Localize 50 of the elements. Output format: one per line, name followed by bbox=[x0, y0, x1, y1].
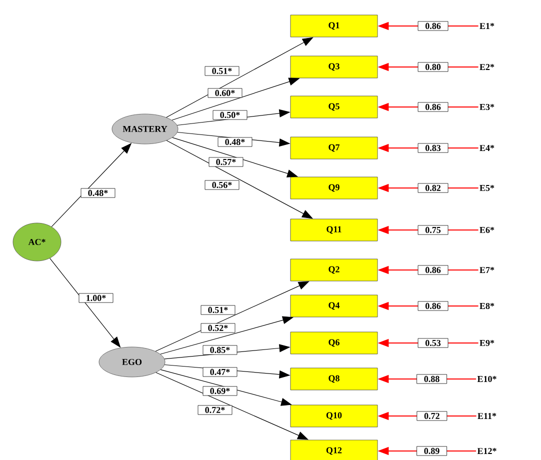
item-box: Q7 bbox=[290, 136, 378, 160]
coefficient-label: 0.52* bbox=[200, 323, 236, 333]
item-box: Q2 bbox=[290, 258, 378, 282]
error-term-label: E3* bbox=[480, 104, 494, 110]
error-term-label: E7* bbox=[480, 267, 494, 273]
coefficient-label: 0.88 bbox=[416, 374, 447, 384]
coefficient-label: 0.72* bbox=[198, 405, 232, 415]
error-term-label: E6* bbox=[480, 226, 494, 234]
error-term-label: E9* bbox=[480, 340, 494, 346]
coefficient-label: 0.51* bbox=[200, 305, 236, 315]
coefficient-label: 0.50* bbox=[212, 110, 248, 120]
coefficient-label: 0.53 bbox=[418, 338, 448, 348]
coefficient-label: 0.86 bbox=[418, 265, 448, 275]
error-term-label: E4* bbox=[480, 145, 494, 151]
error-term-label: E8* bbox=[480, 302, 494, 310]
coefficient-label: 1.00* bbox=[78, 293, 114, 303]
coefficient-label: 0.82 bbox=[418, 183, 448, 193]
coefficient-label: 0.86 bbox=[418, 301, 448, 311]
item-box: Q1 bbox=[290, 14, 378, 38]
error-term-label: E2* bbox=[480, 64, 494, 70]
coefficient-label: 0.69* bbox=[202, 386, 238, 396]
coefficient-label: 0.48* bbox=[218, 137, 252, 147]
item-box: Q4 bbox=[290, 294, 378, 318]
coefficient-label: 0.57* bbox=[208, 157, 244, 167]
coefficient-label: 0.86 bbox=[418, 102, 448, 112]
coefficient-label: 0.85* bbox=[202, 345, 238, 355]
item-box: Q12 bbox=[290, 440, 378, 460]
error-term-label: E5* bbox=[480, 184, 494, 192]
coefficient-label: 0.51* bbox=[204, 66, 240, 76]
item-box: Q10 bbox=[290, 404, 378, 428]
error-term-label: E1* bbox=[480, 23, 494, 29]
item-box: Q11 bbox=[290, 218, 378, 242]
coefficient-label: 0.72 bbox=[416, 411, 448, 421]
coefficient-label: 0.89 bbox=[416, 446, 447, 456]
item-box: Q5 bbox=[290, 96, 378, 118]
item-box: Q3 bbox=[290, 56, 378, 78]
item-box: Q9 bbox=[290, 176, 378, 200]
coefficient-label: 0.83 bbox=[418, 143, 448, 153]
coefficient-label: 0.60* bbox=[208, 88, 242, 98]
error-term-label: E12* bbox=[477, 448, 496, 454]
coefficient-label: 0.86 bbox=[418, 21, 448, 31]
item-box: Q6 bbox=[290, 332, 378, 354]
coefficient-label: 0.75 bbox=[418, 225, 448, 235]
coefficient-label: 0.48* bbox=[80, 188, 116, 198]
error-term-label: E11* bbox=[478, 413, 496, 419]
coefficient-label: 0.80 bbox=[418, 62, 448, 72]
coefficient-label: 0.47* bbox=[202, 367, 238, 377]
error-term-label: E10* bbox=[477, 376, 496, 382]
item-box: Q8 bbox=[290, 368, 378, 390]
coefficient-label: 0.56* bbox=[204, 180, 240, 190]
